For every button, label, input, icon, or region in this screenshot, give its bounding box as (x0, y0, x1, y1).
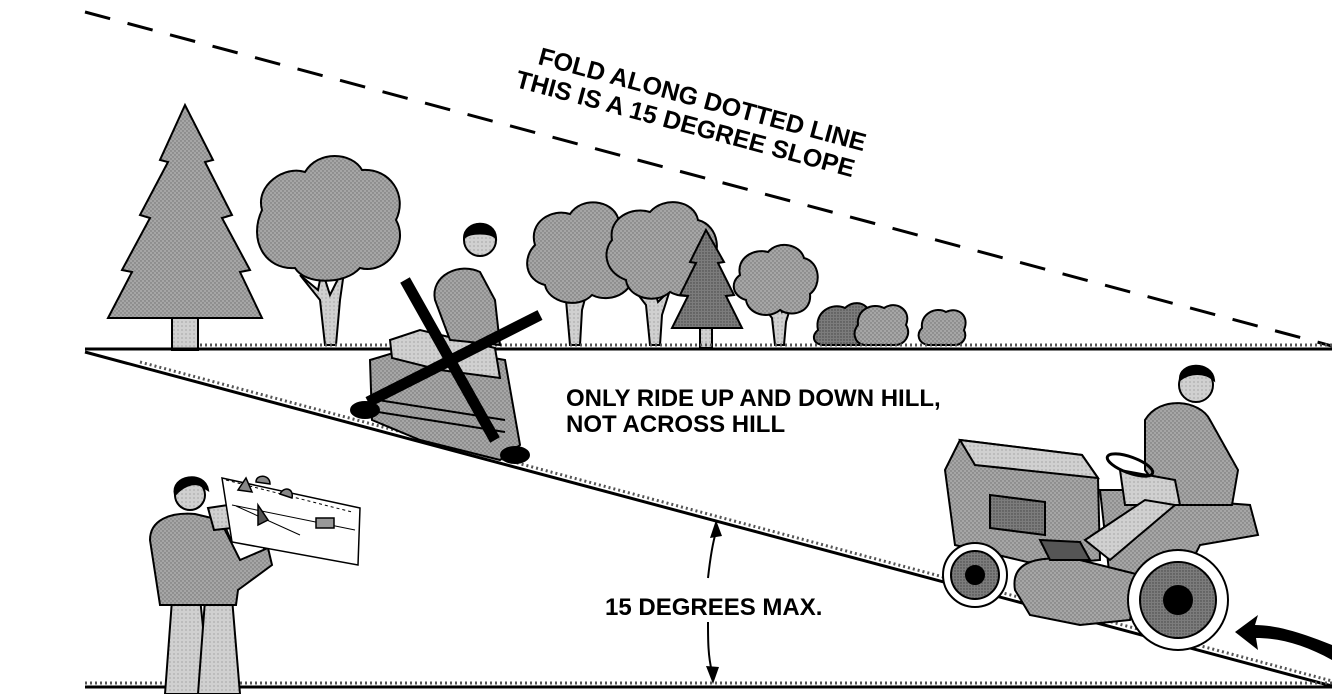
bush-2 (855, 305, 908, 345)
deciduous-tree-4 (734, 245, 818, 345)
bottom-ground (85, 683, 1332, 687)
conifer-tree-large (108, 105, 262, 350)
max-angle-label: 15 DEGREES MAX. (605, 594, 822, 621)
deciduous-tree-1 (257, 156, 400, 345)
correct-tractor-rider (943, 366, 1258, 650)
ride-instruction-line2: NOT ACROSS HILL (566, 411, 785, 438)
ride-instruction-line1: ONLY RIDE UP AND DOWN HILL, (566, 385, 941, 412)
bush-3 (919, 310, 966, 345)
mini-guide-sheet (222, 476, 360, 565)
direction-arrow (1235, 615, 1332, 660)
